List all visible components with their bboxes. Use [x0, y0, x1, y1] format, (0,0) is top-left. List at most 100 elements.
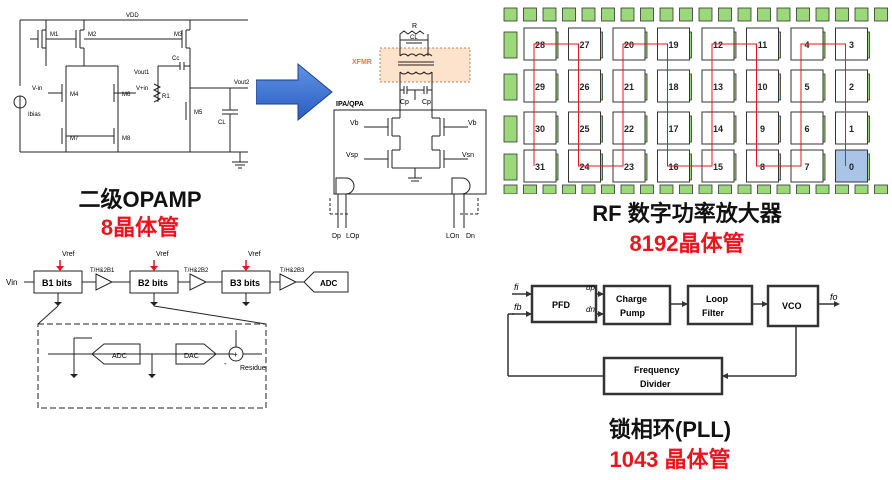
pa-cell-label: 5: [804, 82, 809, 92]
m4-label: M4: [70, 92, 79, 98]
pa-cell: [612, 69, 646, 103]
final-adc-label: ADC: [320, 279, 338, 288]
sum-plus-label: +: [233, 350, 238, 359]
vsn-label: Vsn: [462, 152, 474, 159]
pa-cell-label: 27: [579, 40, 589, 50]
dummy-cell: [854, 7, 869, 22]
b3-bits-label: B3 bits: [230, 278, 260, 288]
fb-label: fb: [514, 302, 522, 312]
dn-label: dn: [586, 305, 595, 314]
dummy-cell: [718, 7, 732, 22]
pa-cell-label: 28: [535, 40, 545, 50]
adc-vref1-label: Vref: [62, 251, 75, 258]
vout1-label: Vout1: [134, 70, 150, 76]
m1-label: M1: [50, 32, 59, 38]
xfmr-label: XFMR: [352, 59, 372, 66]
dummy-cell: [620, 7, 635, 22]
dummy-cell: [503, 31, 518, 59]
dummy-cell: [698, 184, 713, 194]
dummy-cell: [503, 153, 518, 181]
dummy-cell: [796, 184, 810, 194]
m6-label: M6: [122, 92, 131, 98]
dummy-cell: [698, 7, 713, 22]
rfpa-count: 8192晶体管: [629, 231, 745, 256]
rfpa-title: RF 数字功率放大器: [592, 201, 782, 226]
charge-label: Charge: [616, 294, 647, 304]
rfpa-r-label: R: [412, 23, 417, 30]
pa-cell-label: 24: [579, 162, 589, 172]
dp-label: Dp: [332, 233, 341, 240]
dummy-cell: [503, 73, 518, 101]
pa-cell: [746, 69, 779, 103]
loop-label: Loop: [706, 294, 728, 304]
pa-cell-label: 18: [668, 82, 678, 92]
pa-cell: [835, 69, 868, 103]
pa-cell: [790, 69, 824, 103]
dummy-cell: [835, 184, 849, 194]
pfd-label: PFD: [552, 300, 571, 310]
pll-title: 锁相环(PLL): [608, 417, 732, 442]
pa-cell: [657, 111, 690, 145]
dummy-cell: [542, 184, 557, 194]
dummy-cell: [601, 7, 615, 22]
pa-cell: [568, 111, 601, 145]
pa-cell: [612, 111, 646, 145]
pa-cell-label: 9: [760, 124, 765, 134]
dummy-cell: [562, 184, 576, 194]
pa-cell-label: 6: [804, 124, 809, 134]
pa-cell-label: 23: [624, 162, 634, 172]
pa-cell: [568, 69, 601, 103]
pa-cell-label: 13: [713, 82, 723, 92]
r1-label: R1: [162, 94, 170, 100]
vin-pos-label: V+in: [136, 86, 148, 92]
dummy-cell: [776, 184, 791, 194]
pa-cell-label: 30: [535, 124, 545, 134]
cell-order-path: [533, 43, 846, 167]
vin-neg-label: V-in: [32, 86, 42, 92]
frequency-label: Frequency: [634, 365, 680, 375]
pa-cell: [701, 111, 735, 145]
pa-cell-label: 8: [760, 162, 765, 172]
dummy-cell: [835, 7, 849, 22]
dummy-cell: [581, 7, 596, 22]
up-label: up: [586, 283, 595, 292]
pa-cell-label: 29: [535, 82, 545, 92]
th2-label: T/H&2B2: [184, 268, 209, 274]
dummy-cell: [659, 7, 674, 22]
dummy-cell: [796, 7, 810, 22]
adc-vref2-label: Vref: [156, 251, 169, 258]
pa-cell-label: 16: [668, 162, 678, 172]
dummy-cell: [757, 184, 771, 194]
vsp-label: Vsp: [346, 152, 358, 159]
adc-vin-label: Vin: [6, 278, 17, 287]
dummy-cell: [620, 184, 635, 194]
pa-cell: [523, 111, 557, 145]
pa-cell: [746, 111, 779, 145]
pa-cell-label: 12: [713, 40, 723, 50]
dummy-cell: [874, 7, 888, 22]
dummy-cell: [503, 7, 518, 22]
dummy-cell: [737, 7, 752, 22]
dummy-cell: [659, 184, 674, 194]
pa-cell: [701, 69, 735, 103]
th1-label: T/H&2B1: [90, 268, 115, 274]
pa-cell-label: 11: [758, 40, 768, 50]
dummy-cell: [503, 184, 518, 194]
pa-cell-label: 0: [849, 162, 854, 172]
th3-label: T/H&2B3: [280, 268, 305, 274]
pa-cell-label: 2: [849, 82, 854, 92]
pll-count: 1043 晶体管: [609, 447, 731, 472]
vout2-label: Vout2: [234, 80, 250, 86]
rfpa-cl-label: CL: [410, 35, 418, 41]
ibias-label: Ibias: [28, 112, 41, 118]
dummy-cell: [640, 184, 654, 194]
dn-label: Dn: [466, 233, 475, 240]
pa-cell: [523, 149, 557, 183]
inner-adc-label: ADC: [112, 353, 127, 360]
pa-cell-label: 3: [849, 40, 854, 50]
opamp-title: 二级OPAMP: [78, 187, 202, 212]
pipeline-adc-diagram: Vin Vref Vref Vref B1 bits B2 bits B3 bi…: [6, 251, 349, 409]
dummy-cell: [542, 7, 557, 22]
cl-label: CL: [218, 120, 226, 126]
